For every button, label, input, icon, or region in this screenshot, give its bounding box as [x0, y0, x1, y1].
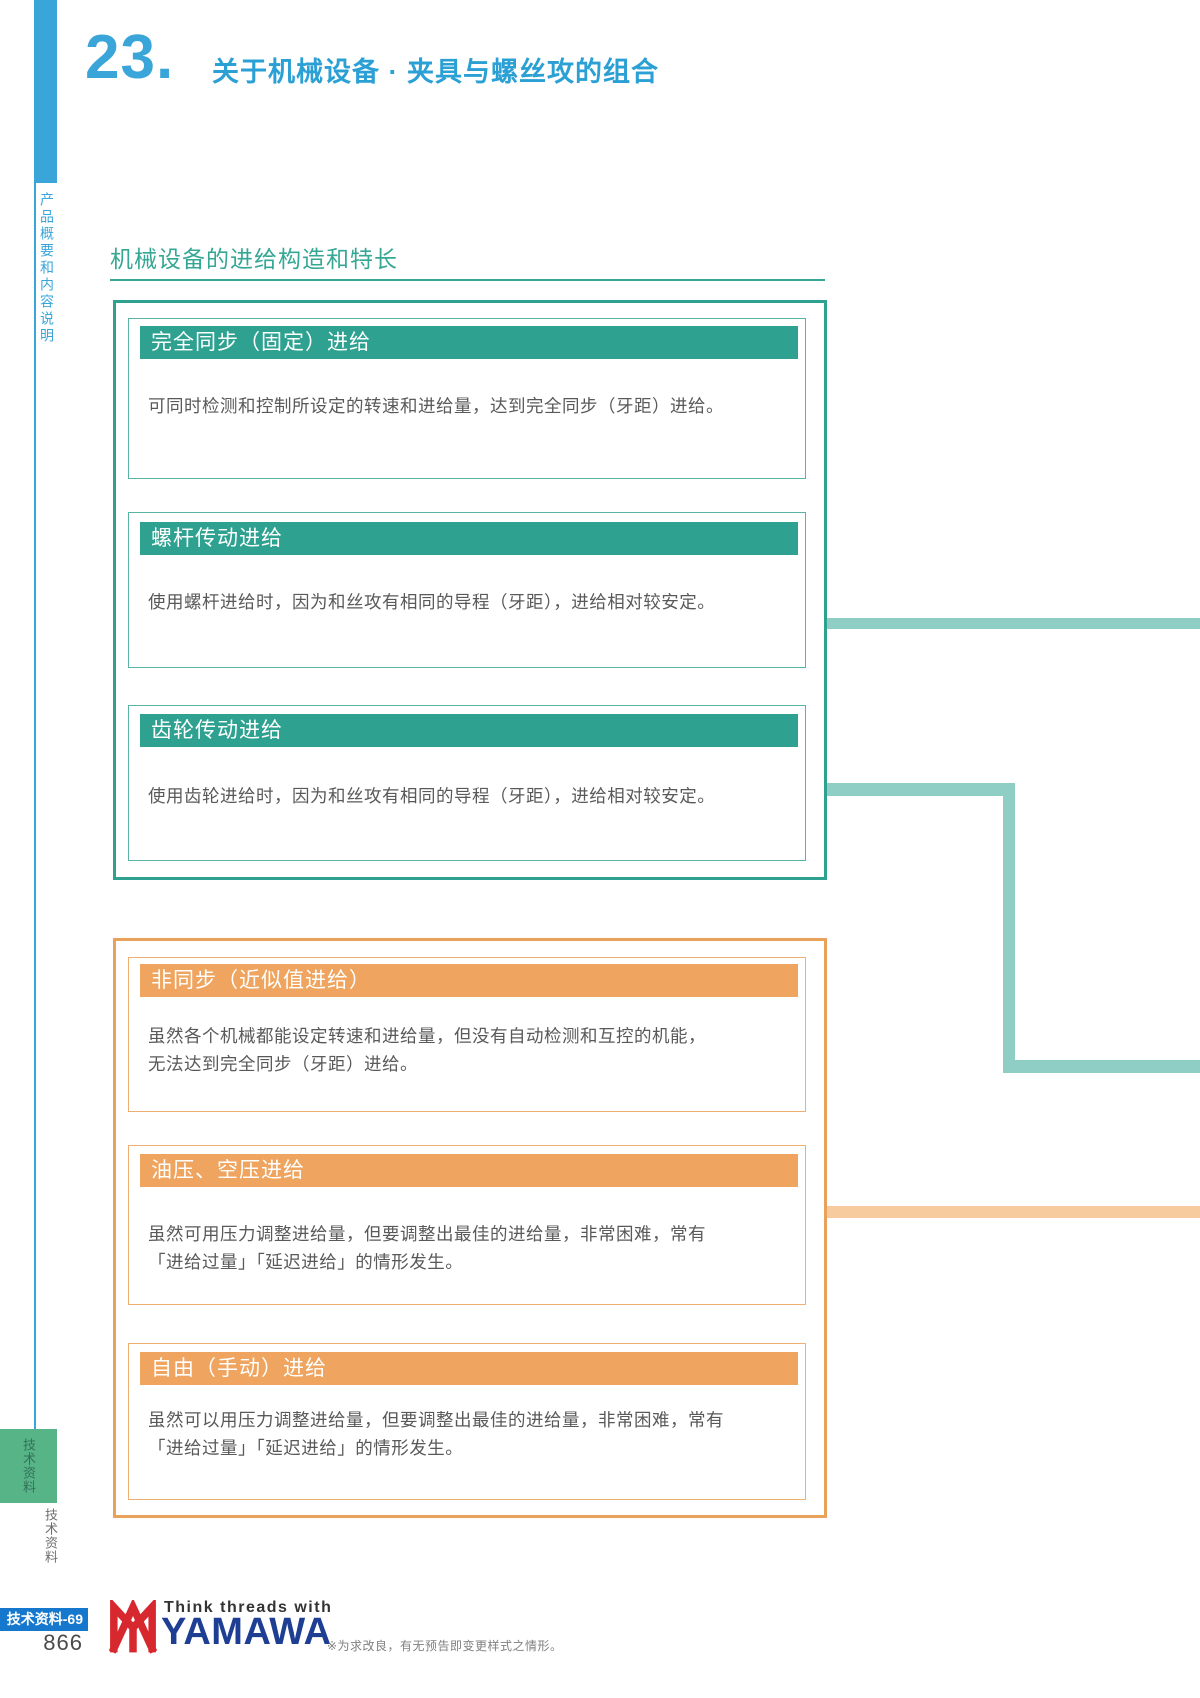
logo-tagline: Think threads with — [164, 1599, 333, 1616]
card-title-free-manual-feed: 自由（手动）进给 — [140, 1352, 798, 1385]
card-title-screw-drive-feed: 螺杆传动进给 — [140, 522, 798, 555]
card-title-hydraulic-pneumatic-feed: 油压、空压进给 — [140, 1154, 798, 1187]
chapter-title: 关于机械设备 · 夹具与螺丝攻的组合 — [212, 57, 659, 87]
card-title-gear-drive-feed: 齿轮传动进给 — [140, 714, 798, 747]
logo-wordmark: YAMAWA — [161, 1611, 332, 1653]
side-tab-product-overview: 产品概要和内容说明 — [39, 192, 55, 345]
left-rail-line — [34, 183, 36, 1429]
footer-gray-tab-label: 技术资料 — [43, 1508, 58, 1564]
card-body-full-sync-feed: 可同时检测和控制所设定的转速和进给量，达到完全同步（牙距）进给。 — [148, 396, 724, 416]
footer-green-tab-label: 技术资料 — [21, 1438, 36, 1494]
connector-teal-top — [827, 618, 1200, 629]
card-body-screw-drive-feed: 使用螺杆进给时，因为和丝攻有相同的导程（牙距），进给相对较安定。 — [148, 592, 716, 612]
card-body-non-sync-feed: 虽然各个机械都能设定转速和进给量，但没有自动检测和互控的机能， 无法达到完全同步… — [148, 1026, 706, 1074]
footer-disclaimer: ※为求改良，有无预告即变更样式之情形。 — [327, 1639, 563, 1653]
connector-teal-elbow-horizontal-1 — [827, 783, 1015, 796]
card-body-hydraulic-pneumatic-feed: 虽然可用压力调整进给量，但要调整出最佳的进给量，非常困难，常有 「进给过量」「延… — [148, 1224, 706, 1272]
page-number: 866 — [43, 1630, 83, 1655]
card-title-non-sync-feed: 非同步（近似值进给） — [140, 964, 798, 997]
section-heading: 机械设备的进给构造和特长 — [110, 246, 398, 272]
connector-orange — [827, 1206, 1200, 1218]
card-body-free-manual-feed: 虽然可以用压力调整进给量，但要调整出最佳的进给量，非常困难，常有 「进给过量」「… — [148, 1410, 724, 1458]
section-heading-underline — [110, 279, 825, 281]
left-accent-bar — [34, 0, 57, 183]
chapter-number: 23. — [85, 23, 175, 92]
card-body-gear-drive-feed: 使用齿轮进给时，因为和丝攻有相同的导程（牙距），进给相对较安定。 — [148, 786, 716, 806]
connector-teal-elbow-horizontal-2 — [1003, 1060, 1200, 1073]
footer-section-badge: 技术资料-69 — [0, 1608, 88, 1631]
card-title-full-sync-feed: 完全同步（固定）进给 — [140, 326, 798, 359]
connector-teal-elbow-vertical — [1003, 783, 1015, 1073]
footer-green-tab: 技术资料 — [0, 1429, 57, 1503]
yamawa-logo-icon — [108, 1600, 158, 1654]
